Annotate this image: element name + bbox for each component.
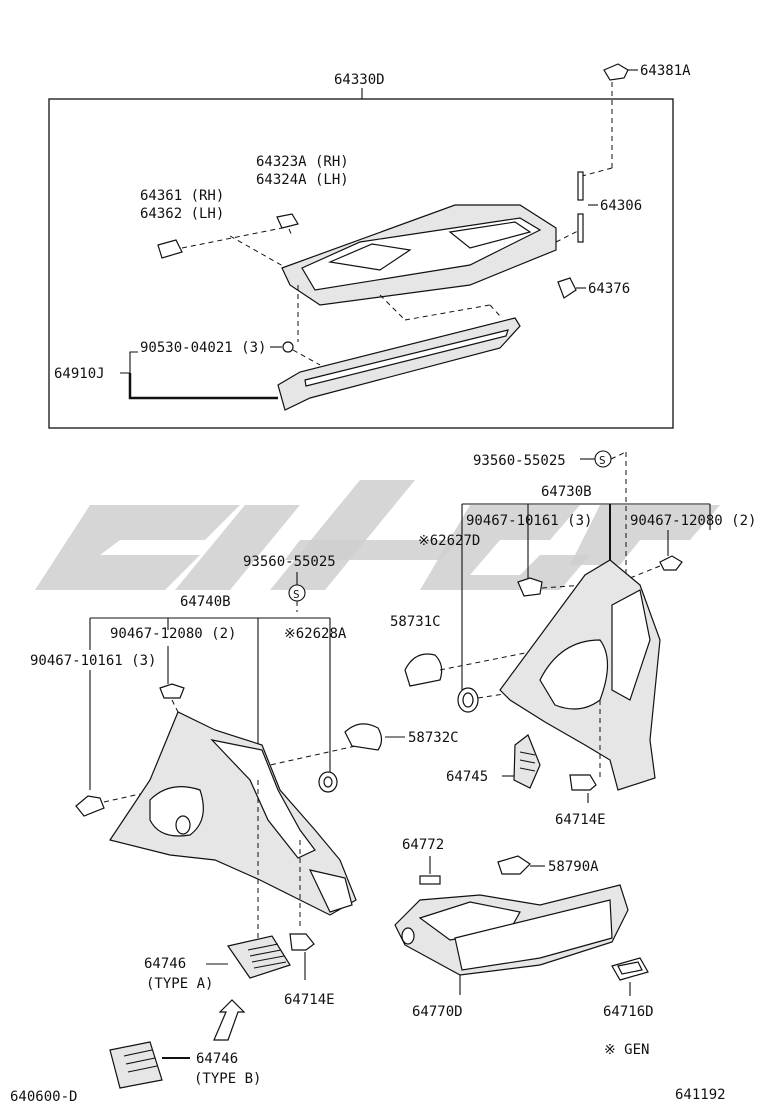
label-93560-55025-right: 93560-55025 <box>473 453 566 469</box>
label-58732C: 58732C <box>408 730 459 746</box>
label-type-a: (TYPE A) <box>146 976 213 992</box>
label-58731C: 58731C <box>390 614 441 630</box>
cap-58731C-icon <box>404 653 443 687</box>
label-64330D: 64330D <box>334 72 385 88</box>
pin-64306-icon <box>577 171 584 243</box>
label-64306: 64306 <box>600 198 642 214</box>
cap-58732C-icon <box>344 723 383 751</box>
s-symbol-right-icon: S <box>594 450 612 468</box>
label-64376: 64376 <box>588 281 630 297</box>
label-62627D: ※62627D <box>418 533 480 549</box>
label-90467-10161-left: 90467-10161 (3) <box>30 653 156 669</box>
clip-64376-icon <box>557 277 577 299</box>
clip-90467-12080-left-icon <box>159 683 185 699</box>
clip-90467-10161-right-icon <box>517 577 543 597</box>
parcel-shelf-panel <box>281 204 557 306</box>
bracket-64323A-icon <box>276 213 299 229</box>
parcel-shelf-group-box <box>48 98 674 429</box>
label-58790A: 58790A <box>548 859 599 875</box>
label-64770D: 64770D <box>412 1004 463 1020</box>
label-90530-04021: 90530-04021 (3) <box>140 340 266 356</box>
label-64361: 64361 (RH) <box>140 188 224 204</box>
label-64362: 64362 (LH) <box>140 206 224 222</box>
footer-left-code: 640600-D <box>10 1089 77 1105</box>
label-90467-12080-right: 90467-12080 (2) <box>630 513 756 529</box>
label-64746-typeA: 64746 <box>144 956 186 972</box>
s-symbol-left-icon: S <box>288 584 306 602</box>
clip-90467-10161-left-icon <box>75 795 105 817</box>
label-90467-10161-right: 90467-10161 (3) <box>466 513 592 529</box>
arrow-icon <box>213 999 246 1041</box>
part-64716D-icon <box>611 957 649 981</box>
label-64746-typeB: 64746 <box>196 1051 238 1067</box>
label-64910J: 64910J <box>54 366 105 382</box>
label-64730B: 64730B <box>541 484 592 500</box>
clip-64381A-icon <box>603 63 629 81</box>
label-64714E-right: 64714E <box>555 812 606 828</box>
label-64740B: 64740B <box>180 594 231 610</box>
screw-90530-icon <box>282 341 294 353</box>
vent-64745-icon <box>513 734 541 789</box>
clip-58790A-icon <box>497 855 531 875</box>
svg-text:S: S <box>599 454 606 467</box>
label-type-b: (TYPE B) <box>194 1071 261 1087</box>
label-64716D: 64716D <box>603 1004 654 1020</box>
footer-right-code: 641192 <box>675 1087 726 1103</box>
grommet-62627D-icon <box>457 687 479 713</box>
label-90467-12080-left: 90467-12080 (2) <box>110 626 236 642</box>
fastener-64714E-right-icon <box>569 774 597 791</box>
label-64714E-left: 64714E <box>284 992 335 1008</box>
label-64381A: 64381A <box>640 63 691 79</box>
gen-note: ※ GEN <box>604 1042 649 1058</box>
quarter-trim-64730B-right <box>499 559 661 791</box>
label-62628A: ※62628A <box>284 626 347 642</box>
grommet-62628A-icon <box>318 771 338 793</box>
label-93560-55025-left: 93560-55025 <box>243 554 336 570</box>
vent-64746-typeB-icon <box>109 1041 163 1089</box>
fastener-64714E-left-icon <box>289 933 315 951</box>
clip-90467-12080-right-icon <box>659 555 683 571</box>
label-64324A: 64324A (LH) <box>256 172 349 188</box>
garnish-64910J <box>277 317 521 411</box>
svg-text:S: S <box>293 588 300 601</box>
vent-64746-typeA-icon <box>227 935 291 979</box>
part-64772-icon <box>419 875 441 885</box>
label-64323A: 64323A (RH) <box>256 154 349 170</box>
label-64745: 64745 <box>446 769 488 785</box>
label-64772: 64772 <box>402 837 444 853</box>
tray-64770D <box>394 884 629 976</box>
bracket-64361-icon <box>157 239 183 259</box>
quarter-trim-64740B-left <box>109 711 357 916</box>
